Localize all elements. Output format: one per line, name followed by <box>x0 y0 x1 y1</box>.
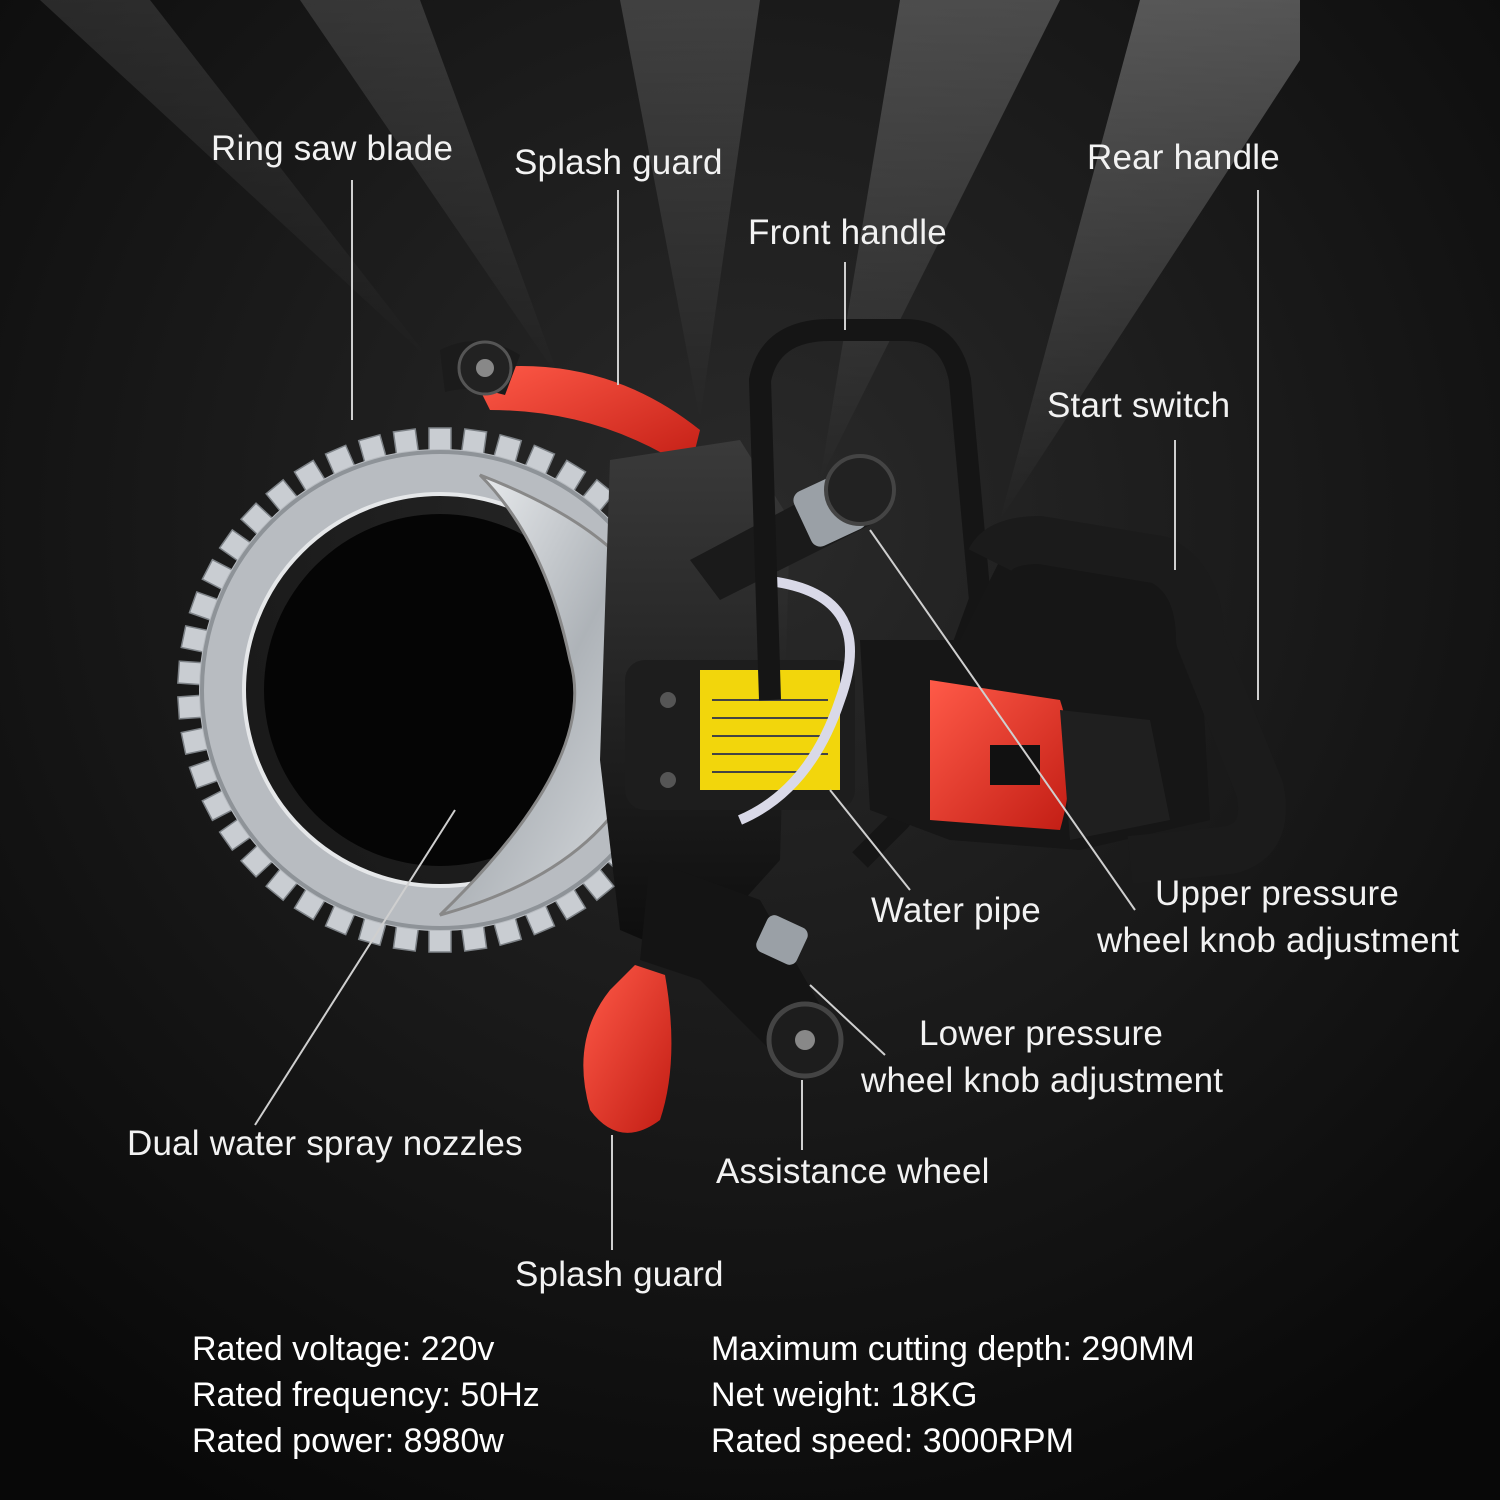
leader-lines <box>254 180 1259 1250</box>
bottom-splash-guard <box>583 965 672 1133</box>
label-lower-pressure-line1: Lower pressure <box>919 1014 1164 1053</box>
spec-max-cutting-depth: Maximum cutting depth: 290MM <box>711 1330 1195 1368</box>
label-rear-handle: Rear handle <box>1087 138 1280 177</box>
label-water-pipe: Water pipe <box>871 891 1041 930</box>
label-dual-water-spray-nozzles: Dual water spray nozzles <box>127 1124 523 1163</box>
spec-rated-speed: Rated speed: 3000RPM <box>711 1422 1074 1460</box>
label-splash-guard-bottom: Splash guard <box>515 1255 724 1294</box>
upper-pressure-knob <box>690 454 896 600</box>
label-ring-saw-blade: Ring saw blade <box>211 129 454 168</box>
label-upper-pressure-line2: wheel knob adjustment <box>1097 921 1460 960</box>
label-front-handle: Front handle <box>748 213 947 252</box>
spec-net-weight: Net weight: 18KG <box>711 1376 978 1414</box>
spec-rated-voltage: Rated voltage: 220v <box>192 1330 495 1368</box>
label-splash-guard-top: Splash guard <box>514 143 723 182</box>
light-rays <box>40 0 1300 520</box>
label-lower-pressure-line2: wheel knob adjustment <box>861 1061 1224 1100</box>
label-upper-pressure-line1: Upper pressure <box>1155 874 1400 913</box>
spec-rated-power: Rated power: 8980w <box>192 1422 504 1460</box>
label-start-switch: Start switch <box>1047 386 1231 425</box>
motor-body <box>860 560 1210 850</box>
label-assistance-wheel: Assistance wheel <box>716 1152 990 1191</box>
water-pipe <box>738 575 855 825</box>
top-splash-guard <box>440 340 700 470</box>
rear-handle <box>968 516 1286 884</box>
spec-rated-frequency: Rated frequency: 50Hz <box>192 1376 540 1414</box>
front-handle <box>749 319 991 868</box>
assistance-wheel <box>766 1001 844 1079</box>
